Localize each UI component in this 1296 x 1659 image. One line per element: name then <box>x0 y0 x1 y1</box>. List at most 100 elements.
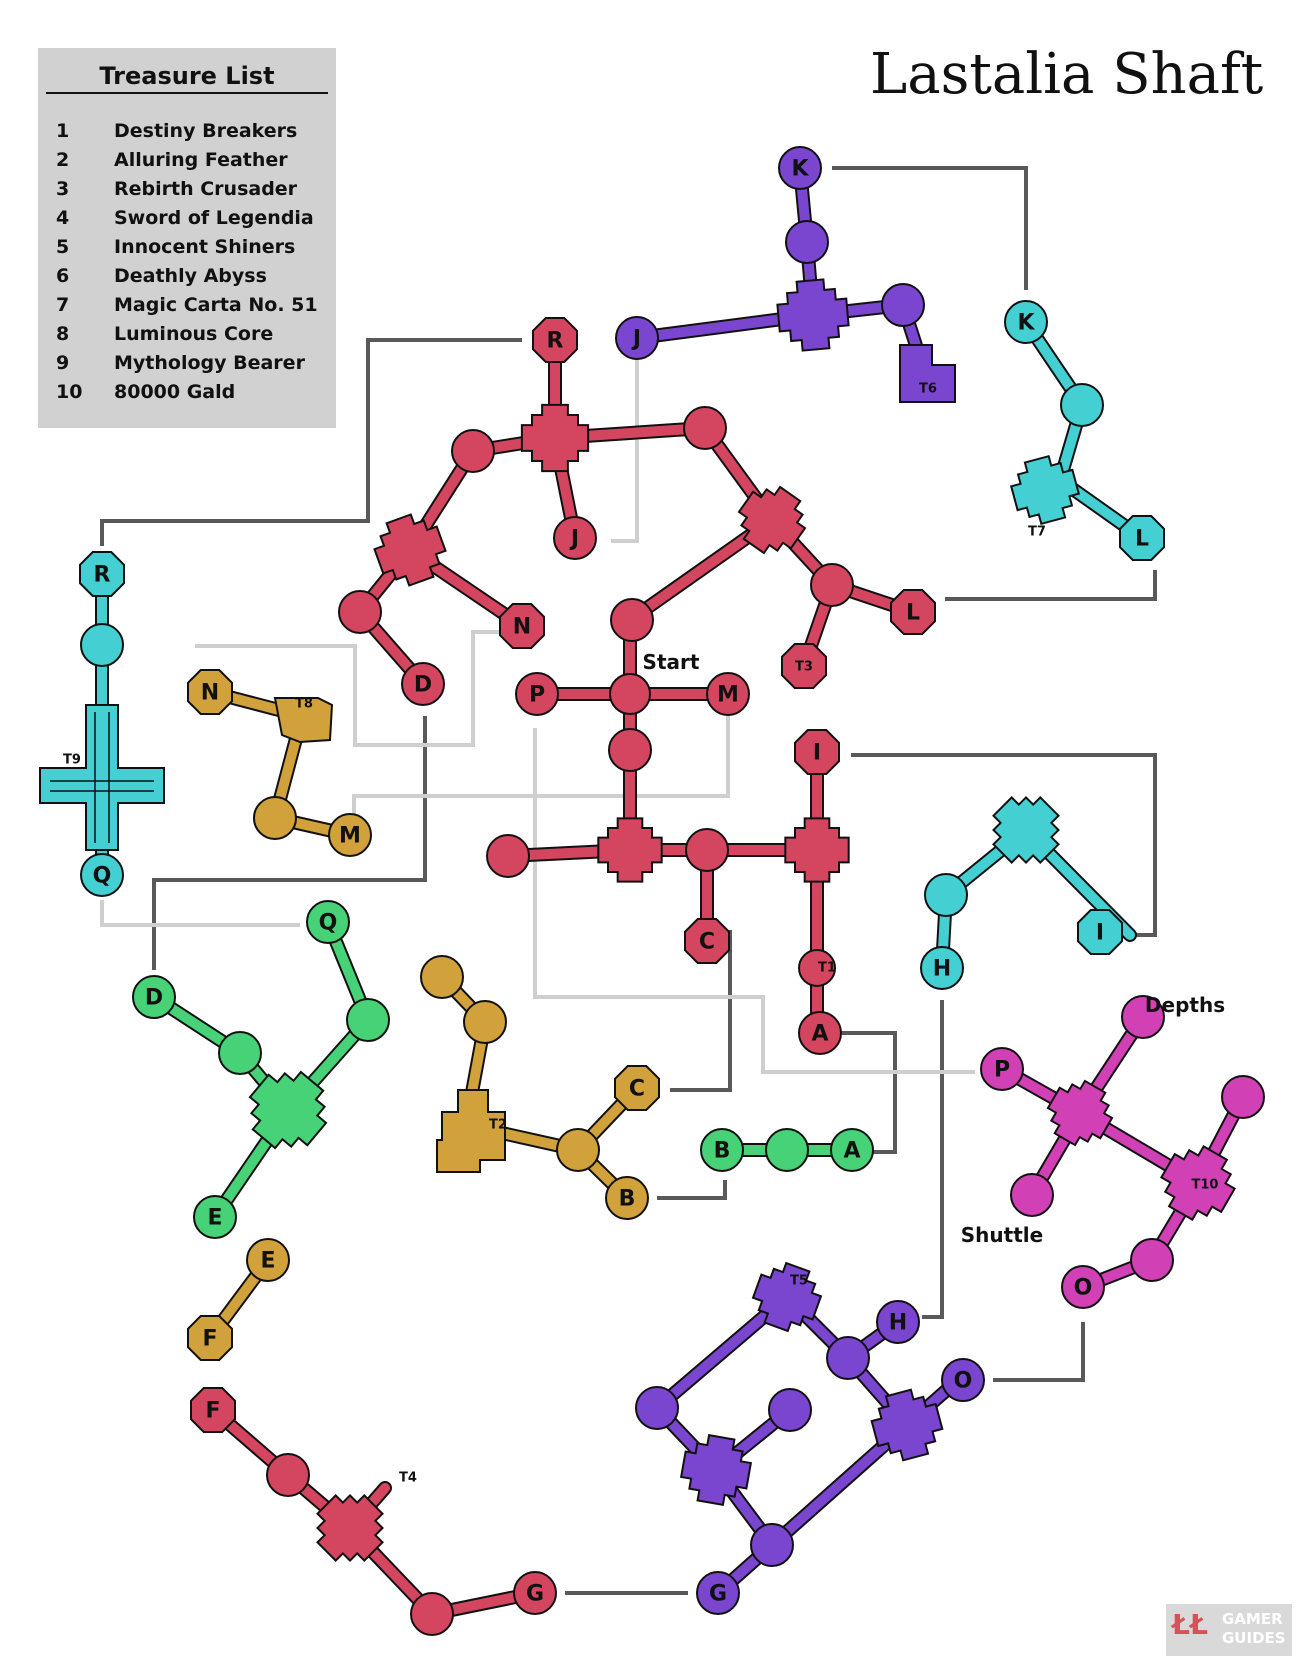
warp-letter: R <box>94 563 111 588</box>
room-node <box>306 900 350 944</box>
warp-letter: H <box>889 1311 907 1336</box>
treasure-number: 9 <box>56 352 70 374</box>
warp-letter: G <box>709 1582 727 1607</box>
large-chamber <box>597 817 663 883</box>
warp-letter: M <box>717 683 739 708</box>
connector-line <box>832 166 1028 290</box>
large-chamber <box>679 1433 753 1507</box>
room-node <box>1061 1265 1105 1309</box>
warp-letter: I <box>813 741 821 766</box>
treasure-chamber <box>436 1089 506 1173</box>
warp-point <box>499 603 545 649</box>
large-chamber <box>1046 1079 1114 1147</box>
treasure-name: Luminous Core <box>114 323 274 345</box>
room-node <box>609 673 651 715</box>
room-node <box>830 1128 874 1172</box>
treasure-chamber <box>39 704 165 851</box>
treasure-name: Sword of Legendia <box>114 207 314 229</box>
warp-point <box>79 551 125 597</box>
room-node <box>80 853 124 897</box>
warp-point <box>532 317 578 363</box>
large-chamber <box>373 513 447 587</box>
warp-letter: B <box>714 1139 731 1164</box>
warp-point <box>614 1065 660 1111</box>
connector-line <box>100 338 522 546</box>
room-node <box>605 1176 649 1220</box>
large-chamber <box>751 1261 823 1333</box>
treasure-number: 10 <box>56 381 83 403</box>
room-node <box>253 796 297 840</box>
room-node <box>635 1386 679 1430</box>
room-node <box>706 672 750 716</box>
room-node <box>1121 995 1165 1039</box>
room-node <box>328 813 372 857</box>
warp-letter: H <box>933 957 951 982</box>
room-node <box>420 955 464 999</box>
room-node <box>941 1358 985 1402</box>
room-node <box>768 1388 812 1432</box>
room-node <box>785 220 829 264</box>
connector-line <box>670 930 732 1092</box>
room-node <box>608 728 652 772</box>
warp-point <box>187 1315 233 1361</box>
treasure-marker: T6 <box>919 382 937 397</box>
warp-point <box>1119 515 1165 561</box>
warp-letter: C <box>629 1077 645 1102</box>
room-node <box>556 1128 600 1172</box>
room-node <box>338 590 382 634</box>
stair-lines <box>50 712 154 843</box>
room-node <box>810 563 854 607</box>
corridor <box>149 917 373 1115</box>
room-node <box>463 1000 507 1044</box>
treasure-marker: T5 <box>790 1274 808 1289</box>
room-node <box>513 1571 557 1615</box>
large-chamber <box>992 796 1060 864</box>
treasure-number: 1 <box>56 120 70 142</box>
warp-letter: K <box>791 157 809 182</box>
warp-letter: I <box>1096 921 1104 946</box>
warp-point <box>890 589 936 635</box>
treasure-chamber <box>273 697 334 744</box>
treasure-name: Destiny Breakers <box>114 120 298 142</box>
large-chamber <box>870 1388 944 1462</box>
connector-line <box>100 900 300 927</box>
room-node <box>1221 1075 1265 1119</box>
treasure-name: 80000 Gald <box>114 381 236 403</box>
room-node <box>615 316 659 360</box>
treasure-marker: T2 <box>489 1118 507 1133</box>
warp-letter: J <box>569 527 579 552</box>
room-node <box>881 283 925 327</box>
connector-line <box>195 630 505 747</box>
warp-letter: A <box>811 1022 828 1047</box>
room-node <box>132 975 176 1019</box>
treasure-number: 2 <box>56 149 70 171</box>
warp-letter: R <box>547 329 564 354</box>
connector-line <box>945 570 1157 601</box>
large-chamber <box>776 278 850 352</box>
room-node <box>798 1011 842 1055</box>
corridor <box>205 687 355 840</box>
corridor <box>652 1292 903 1413</box>
room-node <box>1010 1173 1054 1217</box>
shuttle-label: Shuttle <box>961 1223 1043 1247</box>
room-node <box>553 516 597 560</box>
treasure-number: 8 <box>56 323 70 345</box>
room-node <box>401 662 445 706</box>
logo-wordmark: GAMER GUIDES <box>1222 1610 1286 1648</box>
treasure-marker: T3 <box>795 660 813 675</box>
warp-letter: D <box>145 986 163 1011</box>
warp-letter: B <box>619 1187 636 1212</box>
large-chamber <box>520 403 590 473</box>
warp-letter: N <box>513 615 531 640</box>
warp-point <box>190 1387 236 1433</box>
depths-label: Depths <box>1145 993 1225 1017</box>
room-node <box>700 1128 744 1172</box>
room-node <box>1130 1238 1174 1282</box>
connector-line <box>533 728 975 1074</box>
